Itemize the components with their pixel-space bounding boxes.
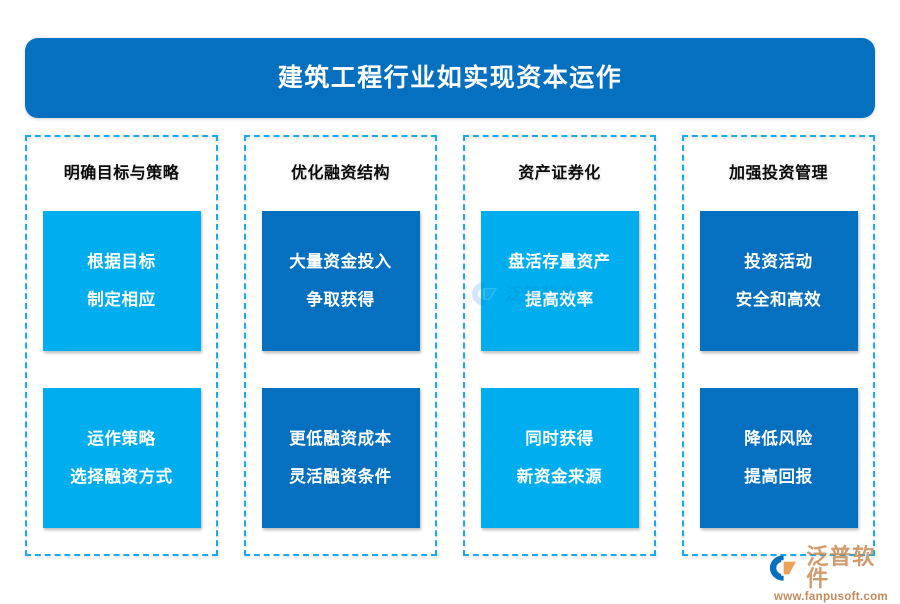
column-3-card-2: 同时获得 新资金来源 [480,388,639,528]
column-2: 优化融资结构 大量资金投入 争取获得 更低融资成本 灵活融资条件 [244,135,437,556]
card-line-2: 灵活融资条件 [289,468,392,486]
card-line-1: 运作策略 [87,429,156,448]
column-2-card-1: 大量资金投入 争取获得 [261,211,420,351]
column-3-card-1: 盘活存量资产 提高效率 [480,211,639,351]
card-line-1: 降低风险 [744,429,813,448]
column-3: 资产证券化 盘活存量资产 提高效率 同时获得 新资金来源 [463,135,656,556]
column-2-header: 优化融资结构 [290,165,390,182]
card-line-2: 新资金来源 [516,468,603,486]
fanpu-logo-icon [769,555,799,581]
card-line-2: 选择融资方式 [70,468,173,486]
card-line-2: 安全和高效 [735,291,822,309]
column-4-card-2: 降低风险 提高回报 [699,388,858,528]
column-container: 明确目标与策略 根据目标 制定相应 运作策略 选择融资方式 优化融资结构 大量资… [25,135,875,556]
page-title: 建筑工程行业如实现资本运作 [277,63,623,92]
card-line-1: 根据目标 [87,252,156,271]
column-1-card-2: 运作策略 选择融资方式 [42,388,201,528]
column-1-header: 明确目标与策略 [63,165,180,182]
card-line-2: 争取获得 [306,291,375,309]
card-line-2: 提高回报 [744,468,813,486]
title-banner: 建筑工程行业如实现资本运作 [25,38,875,118]
card-line-2: 提高效率 [525,291,594,309]
column-4-card-1: 投资活动 安全和高效 [699,211,858,351]
column-4-header: 加强投资管理 [728,165,828,182]
card-line-1: 更低融资成本 [289,429,392,448]
column-1: 明确目标与策略 根据目标 制定相应 运作策略 选择融资方式 [25,135,218,556]
column-3-header: 资产证券化 [518,165,601,182]
column-4: 加强投资管理 投资活动 安全和高效 降低风险 提高回报 [682,135,875,556]
card-line-1: 同时获得 [525,429,594,448]
card-line-1: 大量资金投入 [289,252,392,271]
column-2-card-2: 更低融资成本 灵活融资条件 [261,388,420,528]
corner-watermark-url: www.fanpusoft.com [774,591,888,603]
card-line-1: 投资活动 [744,252,813,271]
card-line-1: 盘活存量资产 [508,252,611,271]
card-line-2: 制定相应 [87,291,156,309]
column-1-card-1: 根据目标 制定相应 [42,211,201,351]
